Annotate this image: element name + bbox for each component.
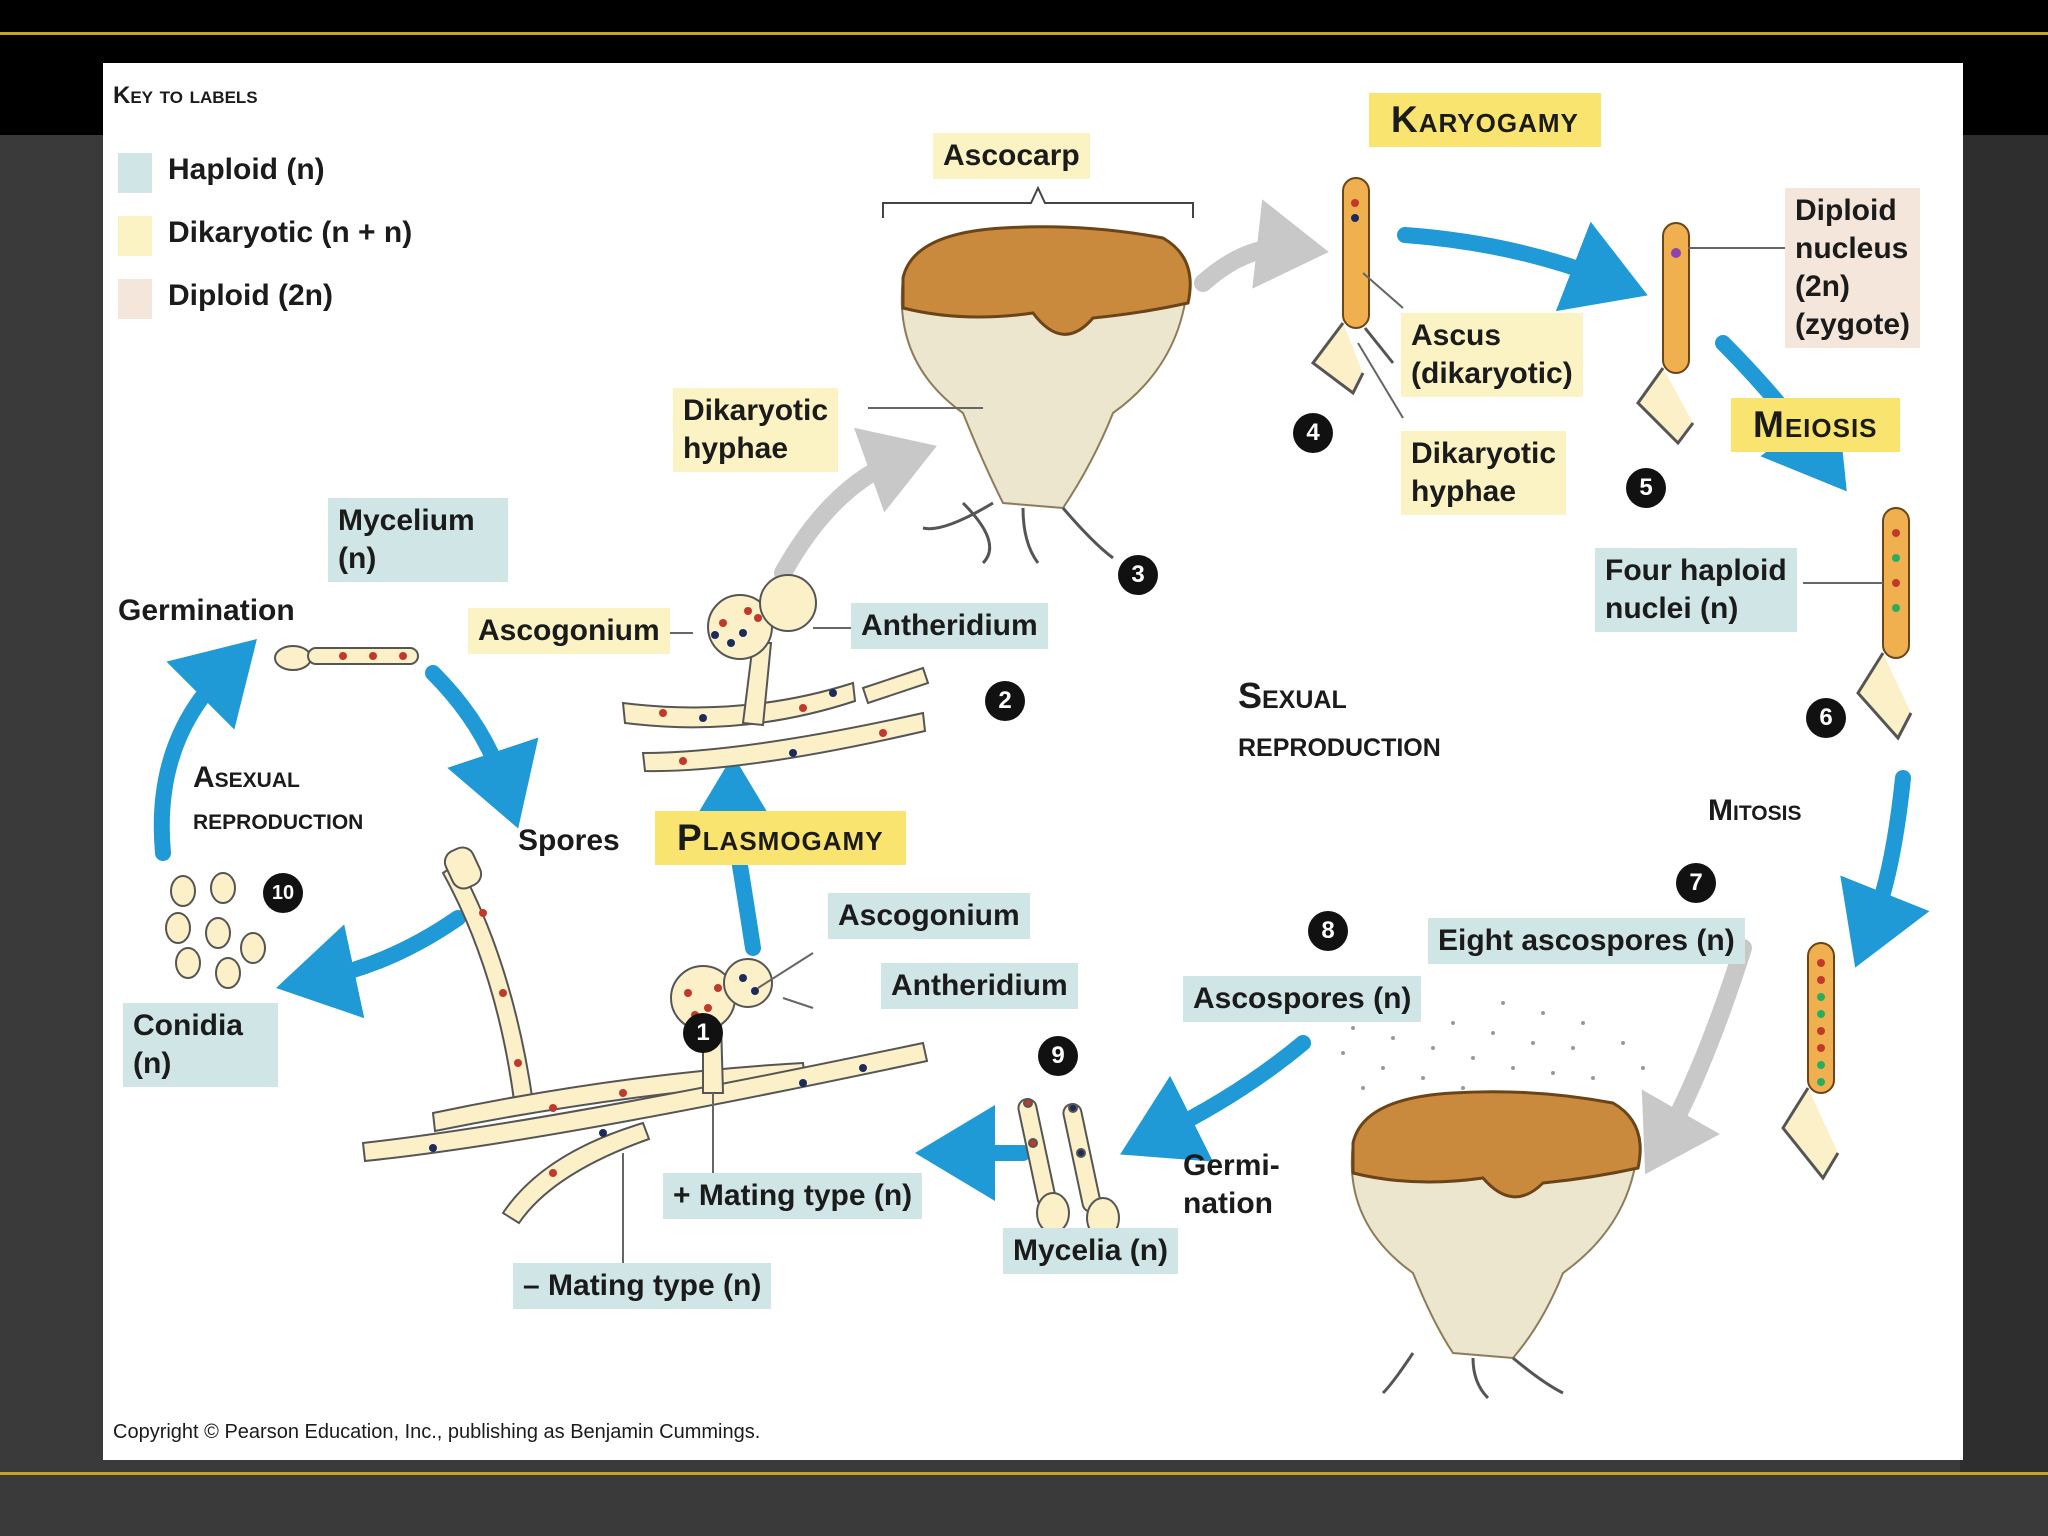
step-7: 7 [1676, 863, 1716, 903]
label-mycelium: Mycelium (n) [328, 498, 508, 582]
stage-mitosis: Mitosis [1708, 794, 1802, 827]
arrow-to-ascus [1194, 199, 1329, 292]
hyphae-stage-2 [621, 574, 930, 773]
germinating-spore [274, 645, 419, 671]
ascocarp-bracket [882, 185, 1194, 218]
arrow-mitosis [1840, 770, 1930, 968]
arrow-to-ascocarp [774, 427, 937, 582]
step-9: 9 [1038, 1036, 1078, 1076]
label-ascocarp: Ascocarp [933, 133, 1090, 179]
key-label-dikaryotic: Dikaryotic (n + n) [168, 216, 413, 249]
ascocarp-upper [900, 225, 1192, 565]
label-antheridium-upper: Antheridium [851, 603, 1048, 649]
step-2: 2 [985, 681, 1025, 721]
ascus-eight-ascospores [1781, 942, 1840, 1181]
key-swatch-dikaryotic [118, 216, 152, 256]
label-diploid-nucleus: Diploid nucleus (2n) (zygote) [1785, 188, 1920, 348]
stage-meiosis: Meiosis [1731, 398, 1900, 452]
life-cycle-drawing [153, 177, 1930, 1400]
label-antheridium-lower: Antheridium [881, 963, 1078, 1009]
label-minus-mating-type: – Mating type (n) [513, 1263, 772, 1309]
leader-lines [622, 247, 1883, 1263]
ascus-dikaryotic [1310, 177, 1395, 396]
arrow-spores-to-conidia [276, 910, 466, 1019]
gray-arrows [774, 199, 1752, 1175]
label-plus-mating-type: + Mating type (n) [663, 1173, 923, 1219]
arrow-karyogamy [1397, 221, 1648, 312]
hyphae-stage-1 [361, 846, 929, 1225]
label-eight-ascospores: Eight ascospores (n) [1428, 918, 1745, 964]
label-four-haploid-nuclei: Four haploid nuclei (n) [1595, 548, 1797, 632]
label-ascogonium-lower: Ascogonium [828, 893, 1030, 939]
diagram-panel: Key to labels Haploid (n) Dikaryotic (n … [103, 63, 1963, 1460]
arrow-germination-to-spores [425, 665, 539, 829]
step-1: 1 [683, 1013, 723, 1053]
label-ascogonium-upper: Ascogonium [468, 608, 670, 654]
copyright-notice: Copyright © Pearson Education, Inc., pub… [113, 1421, 761, 1443]
step-6: 6 [1806, 698, 1846, 738]
label-conidia: Conidia (n) [123, 1003, 278, 1087]
label-germination: Germination [118, 594, 295, 627]
label-dikaryotic-hyphae-left: Dikaryotic hyphae [673, 388, 839, 472]
step-8: 8 [1308, 911, 1348, 951]
label-germi-nation: Germi- nation [1183, 1149, 1280, 1220]
arrow-conidia-to-germination [153, 639, 257, 861]
key-label-haploid: Haploid (n) [168, 153, 325, 186]
arrow-ascospores-germination [1120, 1035, 1311, 1162]
ascus-four-nuclei [1856, 507, 1913, 741]
ascocarp-lower [1350, 1090, 1642, 1400]
arrow-to-lower-ascocarp [1641, 939, 1752, 1175]
ascus-diploid [1636, 222, 1695, 446]
stage-asexual-reproduction: Asexual reproduction [193, 761, 364, 836]
key-swatch-diploid [118, 279, 152, 319]
stage-karyogamy: Karyogamy [1369, 93, 1601, 147]
slide-right-shade [1960, 135, 2048, 1472]
stage-plasmogamy: Plasmogamy [655, 811, 906, 865]
stage-sexual-reproduction: Sexual reproduction [1238, 675, 1441, 764]
nuclei-stage-2 [659, 607, 887, 765]
step-4: 4 [1293, 413, 1333, 453]
gold-divider-top [0, 32, 2048, 35]
key-swatch-haploid [118, 153, 152, 193]
key-title: Key to labels [113, 82, 258, 109]
step-10: 10 [263, 873, 303, 913]
conidia-spores [165, 872, 266, 989]
gold-divider-bottom [0, 1472, 2048, 1475]
step-5: 5 [1626, 468, 1666, 508]
label-dikaryotic-hyphae-right: Dikaryotic hyphae [1401, 431, 1567, 515]
label-mycelia: Mycelia (n) [1003, 1228, 1179, 1274]
label-ascospores: Ascospores (n) [1183, 976, 1422, 1022]
step-3: 3 [1118, 555, 1158, 595]
key-label-diploid: Diploid (2n) [168, 279, 333, 312]
label-ascus: Ascus (dikaryotic) [1401, 313, 1583, 397]
label-spores: Spores [518, 824, 620, 857]
mycelia-pair [1017, 1098, 1120, 1239]
